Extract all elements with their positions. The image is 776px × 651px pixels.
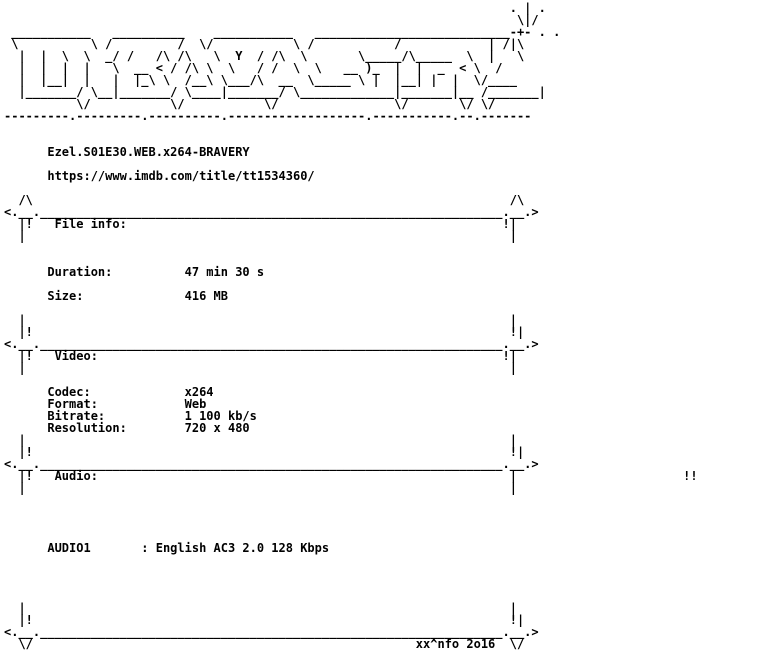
nfo-line: |! !|: [4, 325, 525, 339]
nfo-line: |! Audio: | !!: [4, 469, 698, 483]
nfo-line: Format: Web: [4, 397, 207, 411]
nfo-line: | |: [4, 601, 517, 615]
nfo-line: Bitrate: 1 100 kb/s: [4, 409, 257, 423]
nfo-line: |! Video: !|: [4, 349, 517, 363]
nfo-line: <.__.___________________________________…: [4, 457, 539, 471]
nfo-line: AUDIO1 : English AC3 2.0 128 Kbps: [4, 541, 330, 555]
nfo-line: https://www.imdb.com/title/tt1534360/: [4, 169, 315, 183]
nfo-line: [4, 578, 698, 590]
nfo-line: | |: [4, 229, 517, 243]
nfo-line: |_______/ \__|_______/ \____|_______/ \_…: [4, 85, 546, 99]
nfo-line: Resolution: 720 x 480: [4, 421, 250, 435]
nfo-line: ___________ __________ ___________ _____…: [4, 25, 561, 39]
nfo-line: <.__.___________________________________…: [4, 625, 539, 639]
nfo-line: [4, 494, 698, 506]
nfo-line: <.__.___________________________________…: [4, 337, 539, 351]
nfo-line: [4, 506, 698, 518]
nfo-line: . | .: [4, 1, 546, 15]
nfo-line: Duration: 47 min 30 s: [4, 265, 265, 279]
nfo-line: [4, 122, 698, 134]
nfo-line: |! File info: !|: [4, 217, 517, 231]
nfo-line: \|/: [4, 13, 539, 27]
nfo-line: | | \ \ _/ / /\ /\ \ Y / /\ \ \_____/\__…: [4, 49, 525, 63]
nfo-line: |! !|: [4, 445, 525, 459]
nfo-line: \/ xx^nfo 2o16 \/: [4, 637, 525, 651]
nfo-line: | |: [4, 361, 517, 375]
nfo-line: /\ /\: [4, 193, 525, 207]
nfo-line: ---------.---------.----------.---------…: [4, 109, 532, 123]
nfo-line: | |: [4, 481, 517, 495]
nfo-line: | | | | \ __ < / /\ \ \ / / \ \ __ )_ | …: [4, 61, 503, 75]
nfo-line: |! !|: [4, 613, 525, 627]
nfo-line: Size: 416 MB: [4, 289, 228, 303]
nfo-line: Ezel.S01E30.WEB.x264-BRAVERY: [4, 145, 250, 159]
nfo-line: [4, 242, 698, 254]
nfo-line: [4, 554, 698, 566]
nfo-line: [4, 518, 698, 530]
nfo-line: \/ \/ \/ \/ \/ \/: [4, 97, 496, 111]
nfo-line: | |: [4, 313, 517, 327]
nfo-line: [4, 566, 698, 578]
nfo-line: Codec: x264: [4, 385, 214, 399]
nfo-line: | |: [4, 433, 517, 447]
nfo-line: <.__.___________________________________…: [4, 205, 539, 219]
nfo-text-block: . | . \|/ ___________ __________ _______…: [4, 2, 698, 650]
nfo-line: | |__| | | |_\ \ /__\ \___/\ __ \_____ \…: [4, 73, 517, 87]
nfo-line: \ \ / / \/ \ / / | /|\: [4, 37, 525, 51]
